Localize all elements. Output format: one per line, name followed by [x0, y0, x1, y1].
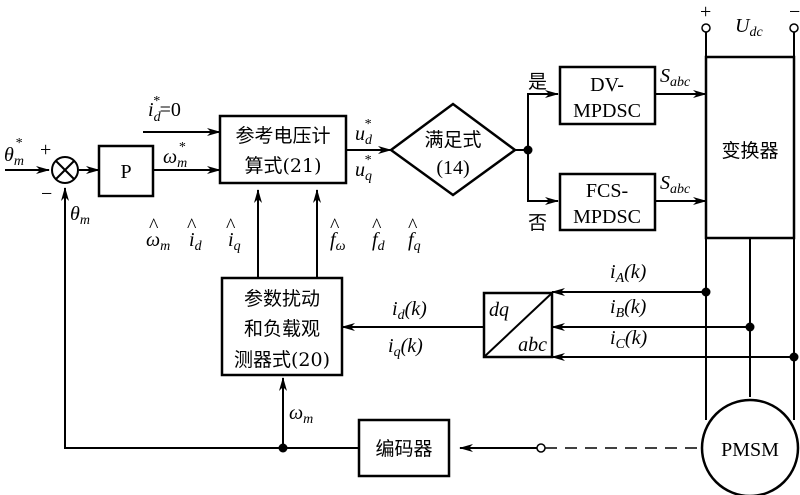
encoder-block — [357, 418, 451, 478]
fcs-mpdsc-label-1: FCS- — [586, 180, 628, 202]
hat-omega-hat: ^ — [149, 215, 159, 237]
estimate-labels: ωm ^ id ^ iq ^ fω ^ fd ^ fq ^ — [146, 215, 421, 254]
dc-minus-label: − — [789, 1, 800, 23]
minus-sign: − — [41, 183, 52, 205]
iq-k-label: iq(k) — [388, 335, 423, 360]
dq-label: dq — [489, 299, 509, 321]
ref-voltage-label-1: 参考电压计 — [235, 125, 330, 147]
yes-label: 是 — [528, 71, 547, 93]
condition-label-1: 满足式 — [424, 129, 481, 151]
udc-label: Udc — [735, 15, 763, 40]
s-abc-label-1: Sabc — [660, 65, 691, 90]
yes-branch-wire — [527, 90, 559, 150]
condition-label-2: (14) — [436, 157, 469, 179]
converter-block — [704, 55, 796, 240]
pmsm-label: PMSM — [721, 439, 779, 461]
hat-fd-hat: ^ — [372, 215, 382, 237]
ref-voltage-block — [218, 114, 348, 185]
dv-mpdsc-label-1: DV- — [590, 74, 624, 96]
dq-abc-divider — [483, 292, 553, 358]
dc-plus-terminal — [701, 23, 711, 33]
ib-k-label: iB(k) — [610, 296, 647, 321]
hat-fq-hat: ^ — [408, 215, 418, 237]
p-controller-block — [97, 144, 155, 198]
hat-id-hat: ^ — [187, 215, 197, 237]
observer-label-2: 和负载观 — [244, 318, 320, 340]
abc-label: abc — [518, 334, 547, 356]
hat-iq-hat: ^ — [226, 215, 236, 237]
dv-mpdsc-label-2: MPDSC — [573, 100, 641, 122]
observer-block — [220, 276, 344, 377]
uq-ref-label: uq* — [355, 153, 372, 184]
hat-fq-label: fq — [408, 229, 421, 254]
omega-ref-label: ωm* — [163, 140, 187, 171]
id-k-label: id(k) — [392, 298, 427, 323]
pmsm-motor — [700, 398, 800, 495]
dv-mpdsc-block — [558, 65, 657, 126]
observer-label-3: 测器式(20) — [234, 349, 330, 371]
hat-fd-label: fd — [372, 229, 386, 254]
hat-omega-label: ωm — [146, 229, 170, 254]
dc-minus-terminal — [789, 23, 799, 33]
no-label: 否 — [528, 212, 547, 234]
p-controller-label: P — [120, 161, 131, 183]
theta-feedback-wire — [61, 187, 359, 449]
observer-label-1: 参数扰动 — [244, 288, 320, 310]
hat-iq-label: iq — [228, 229, 241, 254]
ud-ref-label: ud* — [355, 117, 373, 148]
ref-voltage-label-2: 算式(21) — [244, 155, 321, 177]
hat-fw-label: fω — [330, 229, 346, 254]
plus-sign: + — [40, 139, 51, 161]
theta-ref-label: θm* — [4, 136, 24, 169]
dc-plus-label: + — [700, 1, 711, 23]
fcs-mpdsc-label-2: MPDSC — [573, 206, 641, 228]
encoder-terminal — [536, 443, 546, 453]
fcs-mpdsc-block — [558, 172, 657, 232]
converter-label: 变换器 — [721, 140, 778, 162]
no-branch-wire — [527, 150, 559, 205]
ic-k-label: iC(k) — [610, 327, 647, 352]
id-ref-label: id*=0 — [148, 94, 181, 125]
s-abc-label-2: Sabc — [660, 172, 691, 197]
hat-id-label: id — [189, 229, 203, 254]
encoder-label: 编码器 — [375, 438, 432, 460]
summing-cross — [55, 160, 75, 180]
omega-m-label: ωm — [289, 402, 313, 427]
ia-k-label: iA(k) — [610, 261, 647, 286]
hat-fw-hat: ^ — [330, 215, 340, 237]
condition-diamond — [388, 102, 518, 197]
theta-m-label: θm — [70, 203, 90, 228]
